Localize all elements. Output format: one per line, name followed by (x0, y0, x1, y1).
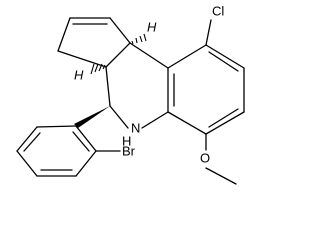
benzene-ring-bromophenyl (16, 125, 97, 177)
chemical-structure-diagram: Cl H H H N O Br (16, 3, 245, 185)
stereo-h-upper-label: H (147, 19, 157, 34)
bond-ph-double-c (72, 131, 90, 152)
bond-ph-3 (16, 150, 38, 177)
bond-o-ch3 (205, 167, 237, 185)
cyclopentene-ring (57, 17, 131, 68)
bond-ring-fusion (105, 42, 131, 68)
bond-c-cl (205, 19, 212, 46)
bond-ring-top-right (109, 17, 131, 44)
bond-ar-5 (167, 111, 207, 135)
bond-ar-2 (205, 44, 245, 69)
benzene-ring-right (167, 44, 245, 135)
tetrahydroquinoline-ring (105, 42, 169, 129)
bromine-label: Br (122, 143, 136, 158)
bond-c9b-c9a (129, 42, 169, 69)
nitrogen-label: N (131, 120, 140, 135)
bond-ring-ch2-left (57, 17, 71, 52)
bond-c3a-c4 (105, 66, 111, 107)
bond-ph-6 (75, 125, 97, 152)
bond-ph-2 (16, 126, 38, 152)
bond-ar-4 (205, 111, 245, 135)
bond-ar-double-c (208, 108, 239, 128)
bond-ph-1 (36, 125, 77, 128)
bond-n-c5a (141, 111, 169, 129)
bond-ar-1 (167, 44, 207, 69)
hash-bond-lower-h (90, 63, 106, 75)
wedge-bond-aryl (74, 106, 110, 128)
bond-ring-bottom (57, 50, 107, 68)
nh-hydrogen-label: H (122, 133, 131, 148)
bond-ph-double-a (23, 132, 41, 152)
bond-ph-5 (75, 150, 97, 177)
bond-c4-n (109, 105, 129, 129)
stereo-h-lower-label: H (74, 67, 84, 82)
oxygen-label: O (200, 150, 210, 165)
bond-ar-double-b (208, 51, 239, 72)
chlorine-label: Cl (212, 3, 224, 18)
hash-bond-upper-h (131, 33, 147, 45)
